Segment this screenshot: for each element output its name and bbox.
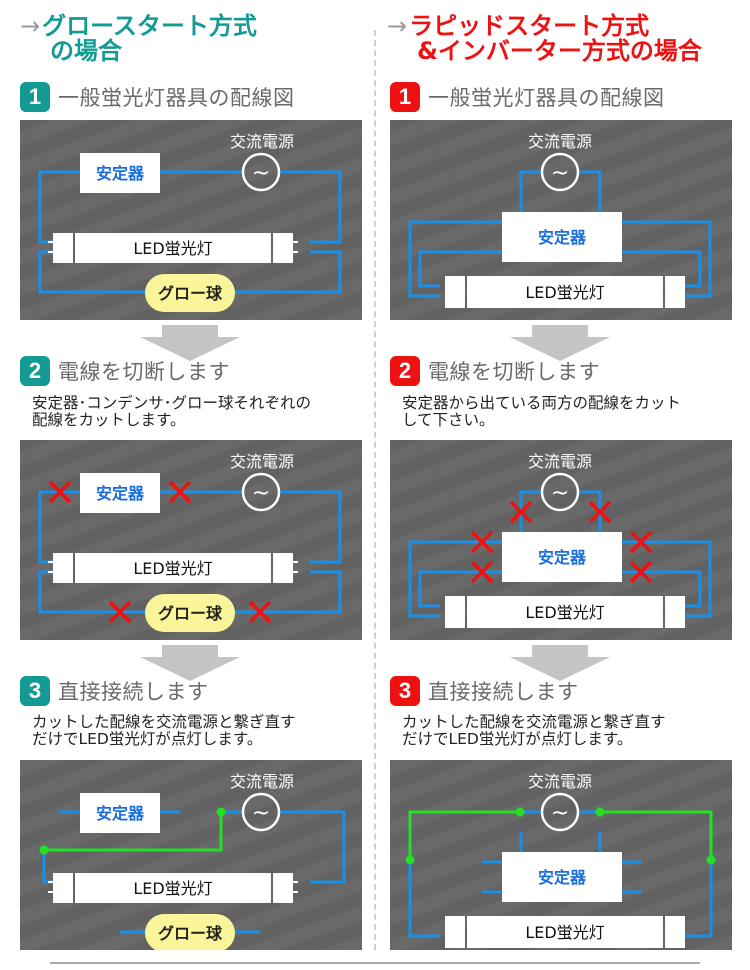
step-1-heading: 1 一般蛍光灯器具の配線図 [20,82,295,112]
wiring-diagram-direct: 交流電源 ~ 安定器 LED蛍光灯 [390,760,732,950]
wiring-diagram-original: 交流電源 ~ 安定器 LED蛍光灯 [390,120,732,320]
step-2-description: 安定器から出ている両方の配線をカット して下さい。 [402,394,682,429]
svg-text:LED蛍光灯: LED蛍光灯 [133,239,212,258]
svg-text:安定器: 安定器 [96,484,145,503]
step-number-badge: 2 [390,356,420,386]
down-arrow-icon [510,645,610,681]
svg-text:LED蛍光灯: LED蛍光灯 [133,559,212,578]
down-arrow-icon [140,645,240,681]
wiring-diagram-cut: 安定器 交流電源 ~ LED蛍光灯 グロー球 [20,440,362,640]
ac-power-icon [540,472,580,512]
ac-power-icon [241,792,281,832]
glow-start-title: →グロースタート方式 の場合 [20,12,257,65]
svg-text:安定器: 安定器 [96,804,145,823]
step-3-description: カットした配線を交流電源と繋ぎ直す だけでLED蛍光灯が点灯します。 [402,713,666,748]
step-number-badge: 2 [20,356,50,386]
svg-text:交流電源: 交流電源 [230,772,294,791]
svg-text:交流電源: 交流電源 [528,772,592,791]
svg-text:LED蛍光灯: LED蛍光灯 [525,923,604,942]
svg-text:グロー球: グロー球 [158,604,223,623]
power-label: 交流電源 [230,132,294,151]
wiring-diagram-original: 安定器 交流電源 ~ LED蛍光灯 グロー球 [20,120,362,320]
svg-text:~: ~ [252,481,270,506]
arrow-right-icon: → [20,12,41,40]
bottom-rule [50,962,700,964]
ac-power-icon [241,472,281,512]
step-3-heading: 3 直接接続します [390,676,579,706]
rapid-start-title: →ラピッドスタート方式 &インバーター方式の場合 [387,12,702,65]
ballast-box [80,153,160,193]
new-wire [600,810,713,860]
ballast-box [502,212,622,262]
step-3-heading: 3 直接接続します [20,676,209,706]
cut-x-icon [48,480,272,624]
svg-text:LED蛍光灯: LED蛍光灯 [525,283,604,302]
column-divider [374,30,376,950]
svg-text:交流電源: 交流電源 [230,452,294,471]
svg-text:安定器: 安定器 [538,548,587,567]
down-arrow-icon [510,325,610,361]
svg-text:交流電源: 交流電源 [528,452,592,471]
svg-text:安定器: 安定器 [538,868,587,887]
svg-text:LED蛍光灯: LED蛍光灯 [133,879,212,898]
wiring-diagram-cut: 交流電源 ~ 安定器 LED蛍光灯 [390,440,732,640]
step-1-heading: 1 一般蛍光灯器具の配線図 [390,82,665,112]
ac-power-icon [241,152,281,192]
svg-text:~: ~ [551,161,569,186]
step-number-badge: 3 [390,676,420,706]
svg-text:~: ~ [551,481,569,506]
step-number-badge: 1 [390,82,420,112]
new-wire [44,812,223,852]
svg-text:~: ~ [252,161,270,186]
svg-text:~: ~ [252,801,270,826]
rapid-start-column: →ラピッドスタート方式 &インバーター方式の場合 1 一般蛍光灯器具の配線図 交… [375,0,750,970]
svg-text:LED蛍光灯: LED蛍光灯 [525,603,604,622]
wiring-diagram-direct: 安定器 交流電源 ~ LED蛍光灯 グロー球 [20,760,362,950]
cut-x-icon [470,500,653,584]
svg-text:交流電源: 交流電源 [528,132,592,151]
svg-text:グロー球: グロー球 [158,924,223,943]
down-arrow-icon [140,325,240,361]
step-number-badge: 1 [20,82,50,112]
svg-text:~: ~ [551,801,569,826]
ballast-label: 安定器 [96,164,145,183]
new-wire [408,810,520,860]
glow-bulb [145,274,235,312]
svg-text:グロー球: グロー球 [158,284,223,303]
step-number-badge: 3 [20,676,50,706]
step-2-heading: 2 電線を切断します [20,356,230,386]
step-2-heading: 2 電線を切断します [390,356,600,386]
glow-start-column: →グロースタート方式 の場合 1 一般蛍光灯器具の配線図 安定器 交流電源 ~ [20,12,362,950]
step-3-description: カットした配線を交流電源と繋ぎ直す だけでLED蛍光灯が点灯します。 [32,713,296,748]
svg-text:安定器: 安定器 [538,228,587,247]
step-2-description: 安定器･コンデンサ･グロー球それぞれの 配線をカットします。 [32,394,312,429]
ac-power-icon [540,152,580,192]
led-tube: LED蛍光灯 [48,233,298,263]
ac-power-icon [540,792,580,832]
arrow-right-icon: → [387,12,408,40]
